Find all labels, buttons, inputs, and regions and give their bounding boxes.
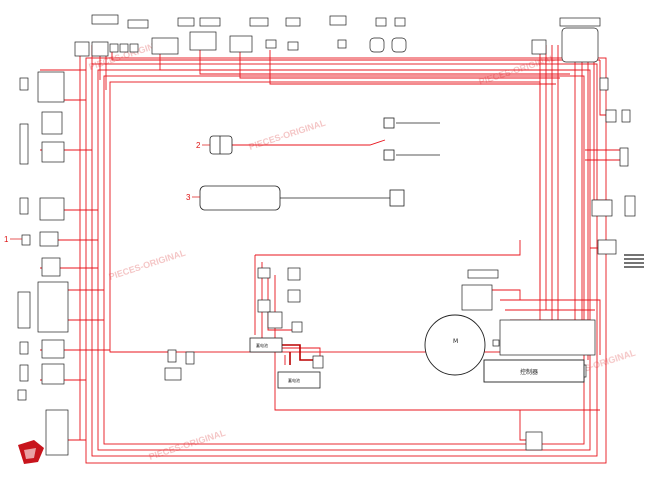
watermark-group: PIECES-ORIGINAL PIECES-ORIGINAL PIECES-O… xyxy=(88,38,638,462)
relay-area xyxy=(164,267,596,451)
watermark: PIECES-ORIGINAL xyxy=(248,118,328,152)
motor: M xyxy=(424,314,486,376)
harness-connector-3 xyxy=(199,185,405,211)
controller-label: 控制器 xyxy=(520,368,538,376)
callout-number: 1 xyxy=(4,235,9,244)
battery-1: 蓄电池 xyxy=(249,337,283,353)
harness-connector-2 xyxy=(209,117,440,161)
battery-label: 蓄电池 xyxy=(288,377,300,383)
motor-label: M xyxy=(453,338,458,345)
battery-2: 蓄电池 xyxy=(277,371,321,389)
watermark: PIECES-ORIGINAL xyxy=(148,428,228,462)
battery-label: 蓄电池 xyxy=(256,342,268,348)
callout-number: 3 xyxy=(186,193,191,202)
left-connectors xyxy=(17,71,69,456)
brand-logo-icon xyxy=(18,440,44,464)
callouts: 1 2 3 xyxy=(4,141,210,244)
watermark: PIECES-ORIGINAL xyxy=(108,248,188,282)
right-connectors xyxy=(591,77,636,255)
callout-number: 2 xyxy=(196,141,201,150)
legend-marks xyxy=(624,254,644,268)
controller: 控制器 xyxy=(483,359,585,383)
wire-harness xyxy=(40,45,620,464)
top-connectors xyxy=(74,14,601,63)
